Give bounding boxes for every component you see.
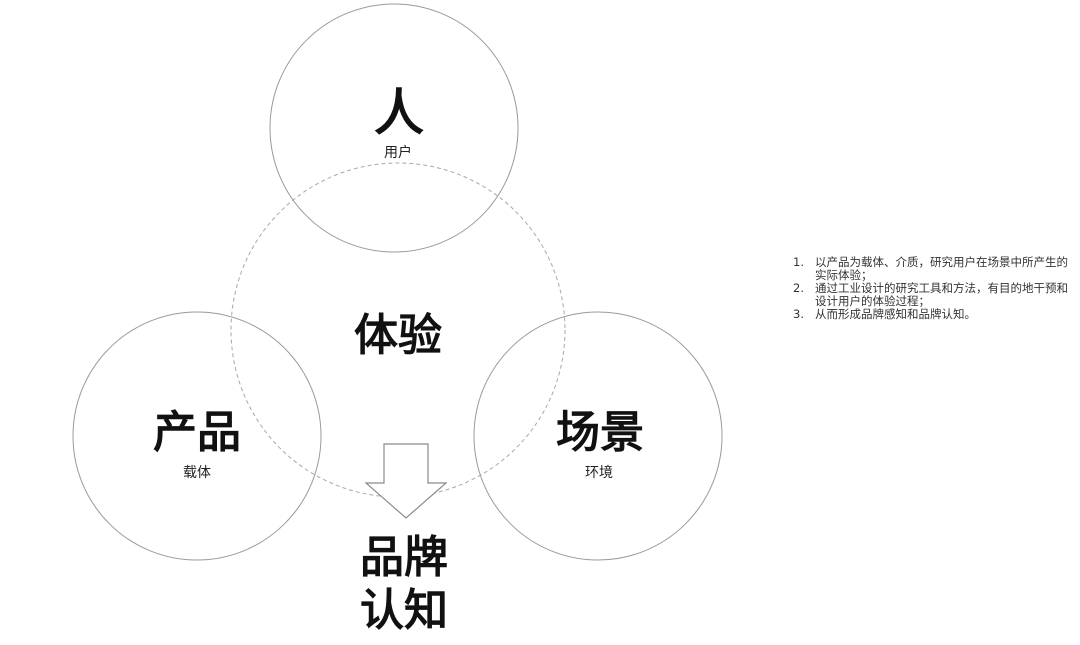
product-title: 产品 [153,407,241,458]
note-number: 1. [793,255,804,269]
note-number: 3. [793,307,804,321]
product-subtitle: 载体 [183,465,211,481]
note-text: 以产品为载体、介质，研究用户在场景中所产生的实际体验； [815,255,1068,282]
outcome-line-2: 认知 [360,585,448,636]
down-arrow-icon [364,443,448,519]
note-item: 1. 以产品为载体、介质，研究用户在场景中所产生的实际体验； [793,256,1068,282]
outcome-line-1: 品牌 [360,532,448,583]
note-item: 2. 通过工业设计的研究工具和方法，有目的地干预和设计用户的体验过程； [793,282,1068,308]
note-text: 从而形成品牌感知和品牌认知。 [815,307,976,321]
note-number: 2. [793,281,804,295]
person-circle [269,3,519,253]
note-text: 通过工业设计的研究工具和方法，有目的地干预和设计用户的体验过程； [815,281,1068,308]
scene-title: 场景 [556,407,644,458]
product-circle [72,311,322,561]
experience-title: 体验 [354,310,442,361]
note-item: 3. 从而形成品牌感知和品牌认知。 [793,308,1068,321]
notes-list: 1. 以产品为载体、介质，研究用户在场景中所产生的实际体验； 2. 通过工业设计… [793,256,1068,321]
person-subtitle: 用户 [384,144,412,161]
scene-subtitle: 环境 [585,465,613,481]
scene-circle [473,311,723,561]
person-title: 人 [374,84,424,142]
